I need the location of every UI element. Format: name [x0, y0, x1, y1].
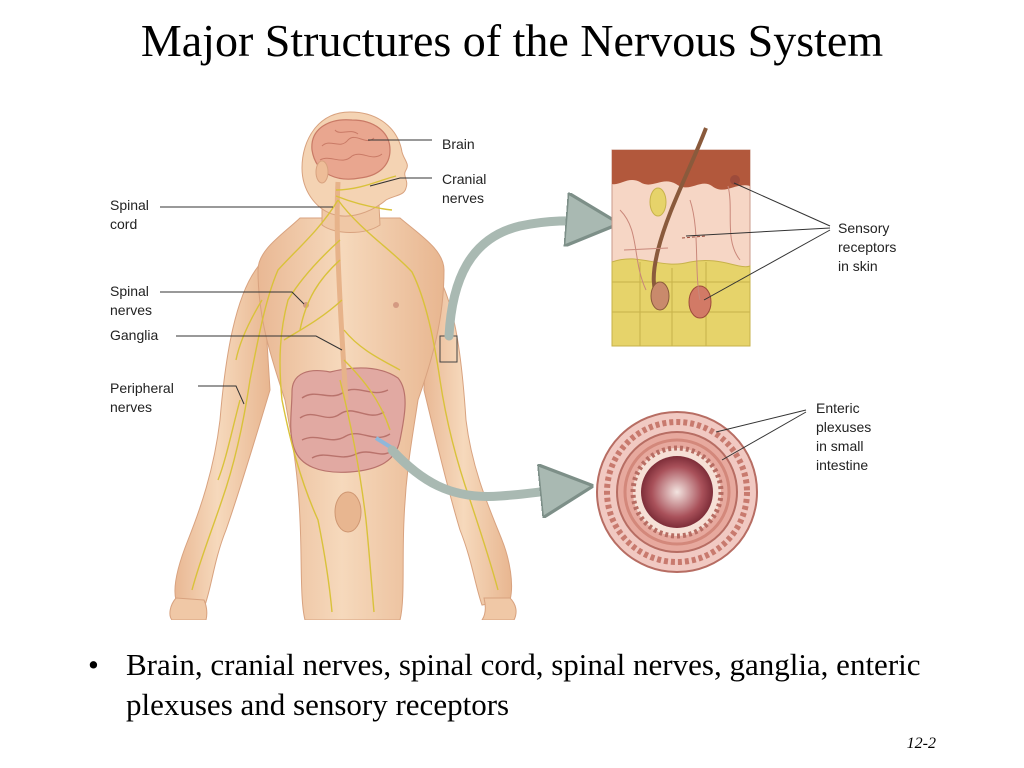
bullet-text: Brain, cranial nerves, spinal cord, spin…: [126, 647, 921, 722]
intestine-lumen: [641, 456, 713, 528]
label-enteric-plexuses-4: intestine: [816, 457, 868, 473]
label-enteric-plexuses-2: plexuses: [816, 419, 871, 435]
arrow-to-intestine: [387, 445, 572, 497]
label-spinal-nerves-2: nerves: [110, 302, 152, 318]
bullet-marker: •: [88, 647, 99, 682]
label-brain: Brain: [442, 136, 475, 152]
left-hand: [169, 597, 208, 620]
intestines: [290, 367, 406, 473]
label-spinal-cord-1: Spinal: [110, 197, 149, 213]
figure-labels: Brain Cranial nerves Spinal cord Spinal …: [110, 136, 896, 473]
intestine-cross-section: [596, 411, 758, 573]
genitals: [334, 491, 362, 533]
leader-lines: [160, 139, 831, 461]
label-cranial-nerves-2: nerves: [442, 190, 484, 206]
nervous-system-figure: Brain Cranial nerves Spinal cord Spinal …: [110, 111, 896, 620]
human-body: [169, 111, 517, 620]
label-enteric-plexuses-3: in small: [816, 438, 863, 454]
label-cranial-nerves-1: Cranial: [442, 171, 486, 187]
skin-section: [611, 127, 751, 347]
label-ganglia: Ganglia: [110, 327, 158, 343]
bullet-item: • Brain, cranial nerves, spinal cord, sp…: [88, 645, 948, 725]
label-sensory-receptors-1: Sensory: [838, 220, 889, 236]
spinal-cord: [334, 181, 349, 401]
label-spinal-nerves-1: Spinal: [110, 283, 149, 299]
left-arm: [174, 260, 271, 606]
brain: [311, 119, 391, 180]
label-peripheral-nerves-2: nerves: [110, 399, 152, 415]
slide-title: Major Structures of the Nervous System: [140, 15, 884, 66]
label-spinal-cord-2: cord: [110, 216, 137, 232]
slide-number: 12-2: [906, 735, 936, 752]
sensory-receptor-corpuscle: [688, 285, 712, 319]
label-sensory-receptors-3: in skin: [838, 258, 878, 274]
label-sensory-receptors-2: receptors: [838, 239, 896, 255]
nerve-network: [191, 175, 499, 613]
right-hand: [481, 597, 517, 620]
arrow-to-skin: [444, 221, 598, 341]
label-peripheral-nerves-1: Peripheral: [110, 380, 174, 396]
label-enteric-plexuses-1: Enteric: [816, 400, 860, 416]
